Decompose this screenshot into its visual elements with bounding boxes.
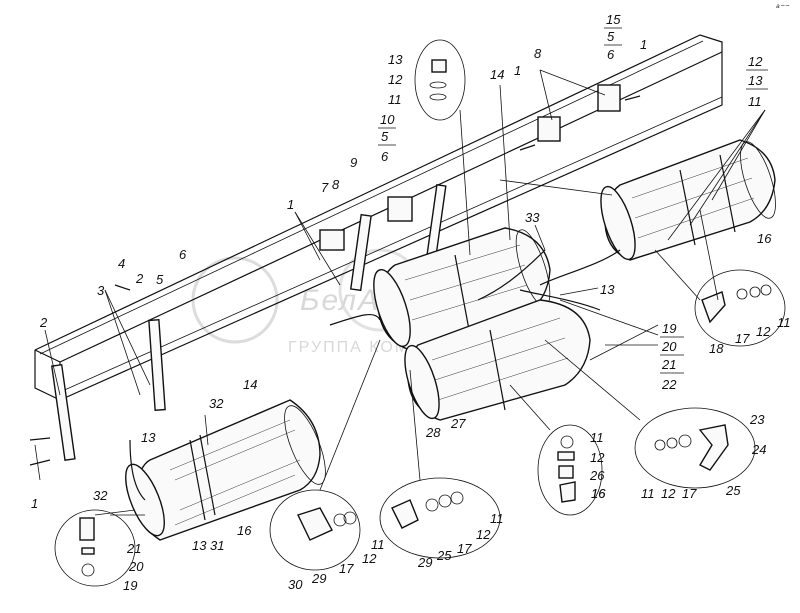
- svg-text:13: 13: [748, 73, 763, 88]
- label-11: 11: [371, 537, 385, 552]
- svg-text:19: 19: [662, 321, 676, 336]
- label-14: 14: [490, 67, 504, 82]
- detail-callout-top: [414, 39, 466, 121]
- label-29: 29: [311, 571, 326, 586]
- label-33: 33: [525, 210, 540, 225]
- label-32: 32: [93, 488, 108, 503]
- label-18: 18: [709, 341, 724, 356]
- label-11: 11: [590, 430, 604, 445]
- label-30: 30: [288, 577, 303, 592]
- label-5: 5: [156, 272, 164, 287]
- label-13: 13: [388, 52, 403, 67]
- svg-text:5: 5: [381, 129, 389, 144]
- label-17: 17: [682, 486, 697, 501]
- label-13: 13: [192, 538, 207, 553]
- label-12: 12: [661, 486, 676, 501]
- svg-text:5: 5: [607, 29, 615, 44]
- label-16: 16: [237, 523, 252, 538]
- air-receiver-left: [125, 399, 326, 541]
- label-6: 6: [179, 247, 187, 262]
- svg-text:10: 10: [380, 112, 395, 127]
- label-21: 21: [126, 541, 141, 556]
- svg-text:6: 6: [607, 47, 615, 62]
- label-2: 2: [135, 271, 144, 286]
- label-16: 16: [757, 231, 772, 246]
- leader-lines: [34, 69, 766, 516]
- label-8: 8: [534, 46, 542, 61]
- label-31: 31: [210, 538, 224, 553]
- svg-text:21: 21: [661, 357, 676, 372]
- label-11: 11: [490, 511, 504, 526]
- label-8: 8: [332, 177, 340, 192]
- label-20: 20: [128, 559, 144, 574]
- label-1: 1: [31, 496, 38, 511]
- label-12: 12: [756, 324, 771, 339]
- label-4: 4: [118, 256, 125, 271]
- callout-labels: 1 1 1 1 2 2 3 4 5 6 7 8 8 9 13 13 13 13 …: [31, 37, 791, 593]
- label-12: 12: [388, 72, 403, 87]
- label-17: 17: [339, 561, 354, 576]
- label-1: 1: [514, 63, 521, 78]
- label-14: 14: [243, 377, 257, 392]
- stack-19-22: 19 20 21 22: [660, 321, 684, 392]
- label-13: 13: [600, 282, 615, 297]
- label-12: 12: [590, 450, 605, 465]
- frame-brackets: [29, 84, 641, 466]
- label-23: 23: [749, 412, 765, 427]
- detail-callout-bottom-29: [379, 477, 501, 559]
- label-12: 12: [476, 527, 491, 542]
- label-2: 2: [39, 315, 48, 330]
- stack-10-5-6: 10 5 6: [378, 112, 396, 164]
- svg-text:20: 20: [661, 339, 677, 354]
- label-25: 25: [436, 548, 452, 563]
- air-pipes: [329, 249, 621, 326]
- label-11: 11: [388, 92, 402, 107]
- label-1: 1: [640, 37, 647, 52]
- label-16: 16: [591, 486, 606, 501]
- air-receiver-right: [600, 139, 776, 261]
- label-9: 9: [350, 155, 357, 170]
- svg-text:6: 6: [381, 149, 389, 164]
- label-24: 24: [751, 442, 766, 457]
- label-26: 26: [589, 468, 605, 483]
- detail-callout-bottom-26: [537, 424, 603, 516]
- svg-text:22: 22: [661, 377, 677, 392]
- label-29: 29: [417, 555, 432, 570]
- label-17: 17: [735, 331, 750, 346]
- label-1: 1: [287, 197, 294, 212]
- label-12: 12: [362, 551, 377, 566]
- label-19: 19: [123, 578, 137, 593]
- label-11: 11: [641, 486, 655, 501]
- detail-callout-bottom-right: [634, 407, 756, 489]
- svg-text:12: 12: [748, 54, 763, 69]
- corner-mark: ᵃ⁻⁻: [776, 2, 790, 12]
- detail-callout-right-receiver: [694, 269, 786, 347]
- label-27: 27: [450, 416, 466, 431]
- label-32: 32: [209, 396, 224, 411]
- label-11: 11: [777, 315, 791, 330]
- stack-12-13-11: 12 13 11: [746, 54, 768, 109]
- label-16: 16: [591, 486, 606, 501]
- label-25: 25: [725, 483, 741, 498]
- air-receiver-center-lower: [404, 299, 591, 421]
- label-17: 17: [457, 541, 472, 556]
- svg-text:15: 15: [606, 12, 621, 27]
- svg-text:11: 11: [748, 94, 762, 109]
- label-7: 7: [321, 180, 329, 195]
- label-28: 28: [425, 425, 441, 440]
- stack-15-5-6: 15 5 6: [604, 12, 622, 62]
- label-3: 3: [97, 283, 105, 298]
- detail-callout-bottom-30: [269, 489, 361, 571]
- detail-callout-bottom-left: [54, 509, 136, 587]
- label-13: 13: [141, 430, 156, 445]
